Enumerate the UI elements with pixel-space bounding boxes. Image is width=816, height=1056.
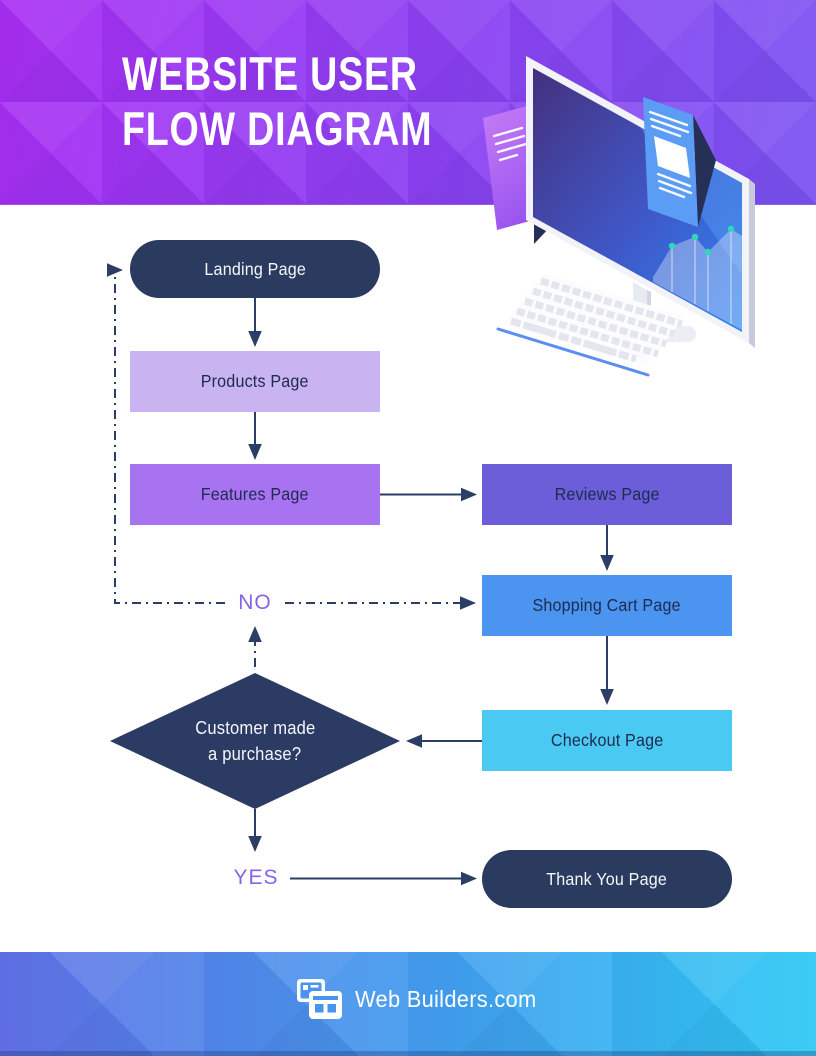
node-reviews-page: Reviews Page (482, 464, 732, 525)
node-label: Features Page (200, 484, 310, 504)
page-title-line2: FLOW DIAGRAM (122, 102, 433, 155)
node-label: Landing Page (204, 258, 306, 279)
no-branch-label: NO (238, 591, 272, 614)
web-builders-logo-icon (297, 979, 342, 1019)
node-features-page: Features Page (130, 464, 380, 525)
node-purchase-decision: Customer made a purchase? (110, 673, 400, 809)
brand-text: Web Builders.com (355, 985, 537, 1012)
connector-no-landing (107, 263, 225, 604)
node-label-line2: a purchase? (208, 744, 302, 764)
node-landing-page: Landing Page (130, 240, 380, 298)
page-title-line1: WEBSITE USER (122, 47, 418, 100)
node-label: Shopping Cart Page (532, 595, 682, 615)
brand: Web Builders.com (296, 978, 546, 1020)
browser-card-icon (643, 97, 716, 227)
node-label: Thank You Page (546, 868, 668, 889)
node-label: Reviews Page (554, 484, 660, 504)
yes-branch-label: YES (233, 866, 279, 889)
node-shopping-cart-page: Shopping Cart Page (482, 575, 732, 636)
footer-bottom-edge (0, 1051, 816, 1056)
node-label: Checkout Page (550, 730, 664, 750)
node-thank-you-page: Thank You Page (482, 850, 732, 908)
node-label: Products Page (200, 371, 310, 391)
page-title: WEBSITE USER FLOW DIAGRAM (122, 46, 510, 156)
footer-banner (0, 952, 816, 1056)
keyboard-icon (496, 273, 685, 377)
header-banner: WEBSITE USER FLOW DIAGRAM (0, 0, 816, 205)
screen-chart-icon (653, 225, 742, 330)
node-checkout-page: Checkout Page (482, 710, 732, 771)
node-label-line1: Customer made (194, 717, 316, 738)
computer-illustration (483, 56, 755, 377)
node-products-page: Products Page (130, 351, 380, 412)
